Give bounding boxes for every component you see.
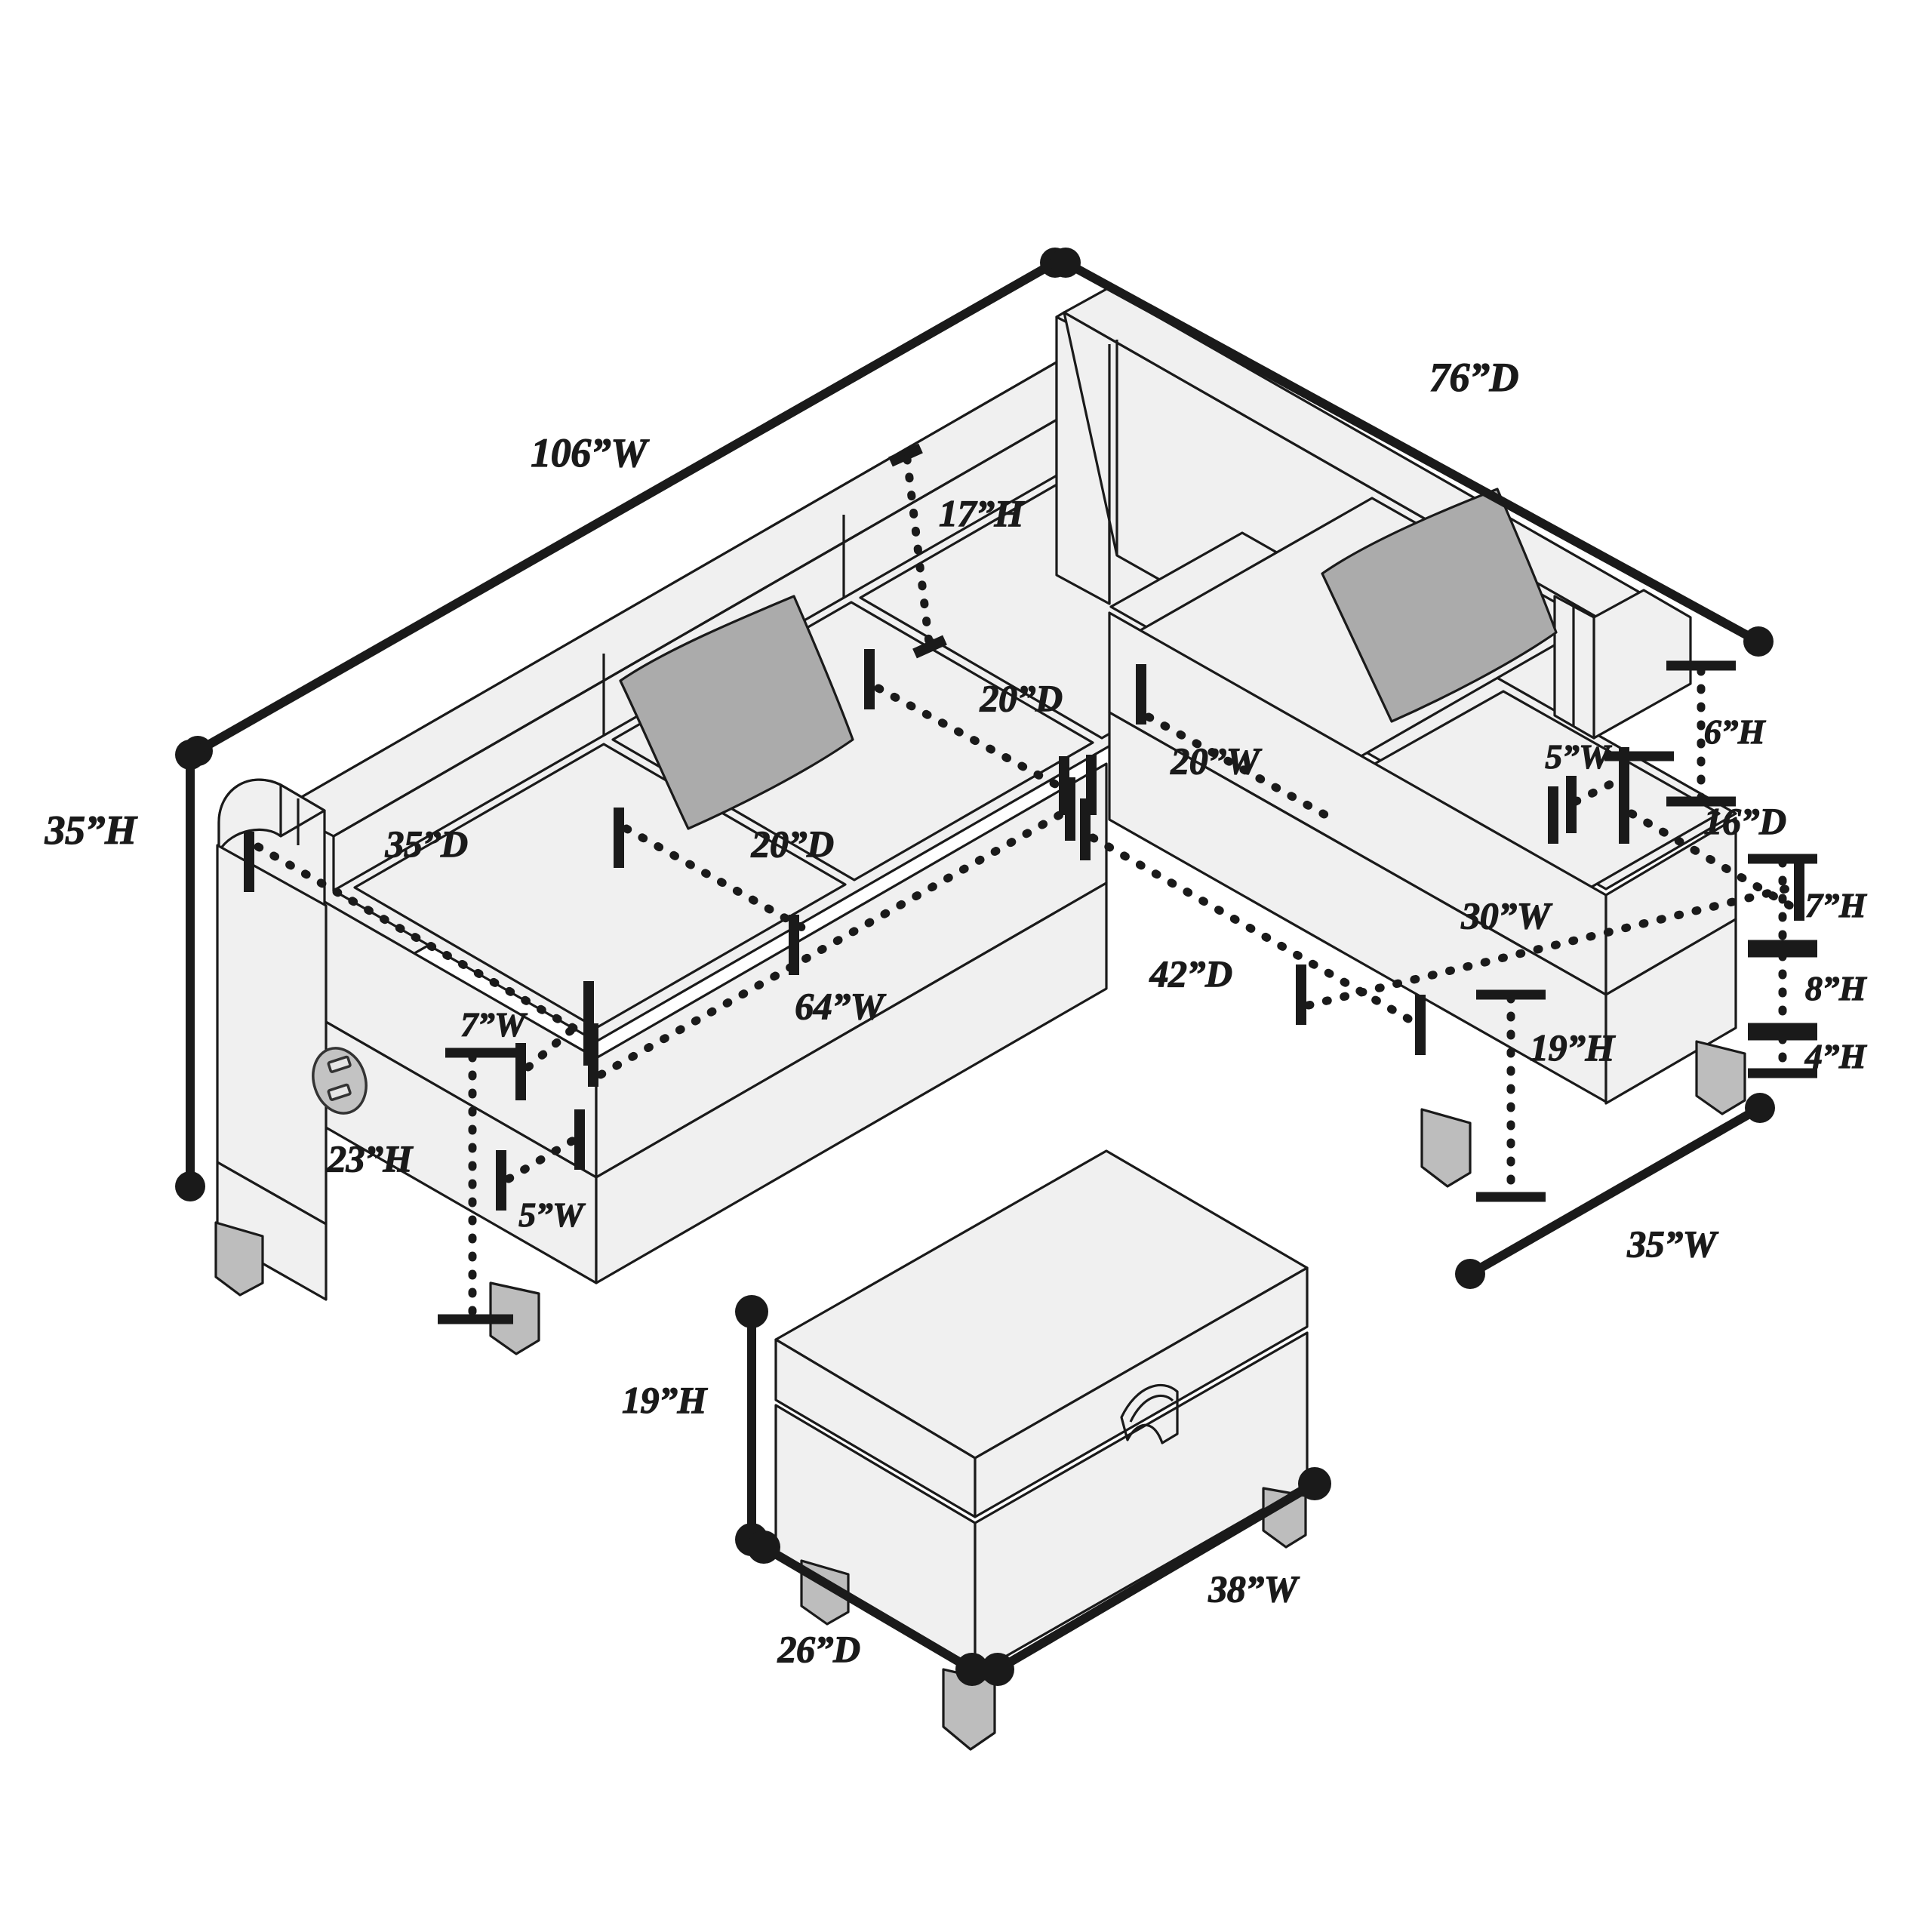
dimension-label-sec-overall-d: 76”D (1429, 355, 1519, 400)
dimension-label-ott-d: 26”D (777, 1628, 861, 1670)
dim-chaise-seat-width (1296, 860, 1804, 1025)
dimension-label-chaise-arm-h: 6”H (1703, 712, 1765, 751)
dim-chaise-base-width (1455, 1093, 1775, 1289)
dim-overall-depth (1051, 248, 1774, 657)
dimension-label-chaise-seat-h: 19”H (1529, 1026, 1615, 1069)
dimension-label-chaise-cush-h: 7”H (1804, 886, 1866, 924)
dimension-label-sec-overall-w: 106”W (531, 430, 648, 475)
dimension-label-sofa-arm-h: 23”H (327, 1137, 413, 1180)
dim-chaise-seat-depth (1080, 798, 1426, 1055)
dim-chaise-arm-height (1666, 660, 1736, 807)
dimension-label-ott-w: 38”W (1208, 1567, 1298, 1610)
dimension-label-chaise-arm-w: 5”W (1545, 737, 1611, 776)
dim-arm-width-bottom (496, 1109, 585, 1211)
dimension-label-back-cush-d-1: 20”D (980, 677, 1063, 719)
dim-back-cushion-height (888, 443, 947, 659)
dimension-label-arm-w-bottom: 5”W (518, 1195, 584, 1234)
dim-chaise-cushion-height (1748, 854, 1817, 950)
dim-chaise-base-height (1748, 947, 1817, 1033)
ottoman-module (774, 1149, 1309, 1751)
dim-back-cushion-width-right (1086, 664, 1333, 821)
dimension-label-back-cush-d-2: 20”D (751, 823, 835, 865)
dim-chaise-seat-height (1476, 989, 1546, 1202)
dim-ottoman-height (735, 1295, 768, 1556)
dimension-label-chaise-seat-w: 30”W (1461, 894, 1551, 937)
dimension-label-chaise-arm-d: 16”D (1703, 800, 1787, 842)
dimension-label-back-cush-w-r: 20”W (1171, 740, 1260, 782)
dimension-label-chaise-seat-d: 42”D (1149, 952, 1233, 995)
dim-ottoman-width (981, 1467, 1331, 1686)
dimension-label-back-cush-h: 17”H (938, 492, 1024, 534)
accent-pillow-left (619, 595, 854, 830)
dimension-label-sofa-seat-w: 64”W (795, 985, 884, 1027)
dimension-label-chaise-base-w: 35”W (1627, 1223, 1717, 1265)
dim-overall-height (175, 740, 205, 1201)
dim-back-cushion-depth-1 (864, 649, 1069, 815)
dimension-label-ott-h: 19”H (621, 1379, 707, 1421)
dim-ottoman-depth (747, 1531, 989, 1686)
dimension-label-chaise-leg-h: 4”H (1804, 1037, 1866, 1075)
dimension-label-sofa-seat-d: 35”D (385, 823, 469, 865)
dimension-label-chaise-base-h: 8”H (1804, 969, 1866, 1008)
dim-chaise-leg-height (1748, 1030, 1817, 1078)
accent-pillow-right (1321, 488, 1558, 723)
dimension-label-sec-overall-h: 35”H (45, 808, 137, 853)
ottoman-handle-icon (1120, 1384, 1179, 1444)
power-outlet-icon (312, 1047, 368, 1115)
dimension-label-arm-w-top: 7”W (460, 1005, 526, 1044)
dim-arm-height (438, 1048, 521, 1324)
